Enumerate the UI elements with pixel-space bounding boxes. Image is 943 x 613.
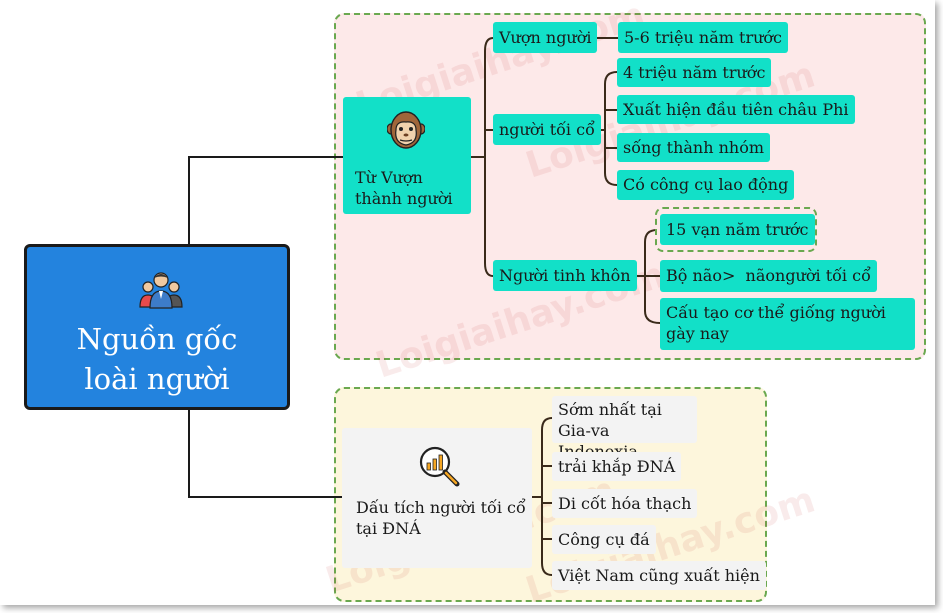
- detail-node[interactable]: Di cốt hóa thạch: [552, 489, 698, 518]
- monkey-face-icon: [387, 111, 425, 149]
- branch-node-evidence-sea[interactable]: Dấu tích người tối cổ tại ĐNÁ: [342, 428, 532, 568]
- detail-node[interactable]: Xuất hiện đầu tiên châu Phi: [617, 95, 855, 124]
- detail-node[interactable]: 5-6 triệu năm trước: [618, 22, 788, 53]
- detail-node[interactable]: trải khắp ĐNÁ: [552, 452, 682, 481]
- detail-node[interactable]: Cấu tạo cơ thể giống người gày nay: [660, 298, 915, 350]
- detail-node[interactable]: Có công cụ lao động: [617, 170, 795, 200]
- node-vuon-nguoi[interactable]: Vượn người: [493, 22, 598, 53]
- mindmap-canvas: Loigiaihay.com Loigiaihay.com Loigiaihay…: [24, 0, 926, 612]
- magnifier-chart-icon: [419, 446, 460, 487]
- detail-node[interactable]: 4 triệu năm trước: [617, 58, 772, 87]
- root-title: Nguồn gốc loài người: [76, 322, 238, 396]
- people-group-icon: [139, 272, 183, 309]
- branch-label: Dấu tích người tối cổ tại ĐNÁ: [356, 498, 526, 538]
- detail-node[interactable]: sống thành nhóm: [617, 133, 771, 162]
- detail-node[interactable]: Sớm nhất tại Gia-va Indonexia: [552, 396, 697, 461]
- root-node[interactable]: Nguồn gốc loài người: [24, 244, 290, 410]
- node-nguoi-toi-co[interactable]: người tối cổ: [493, 114, 601, 145]
- branch-label: Từ Vượn thành người: [355, 168, 453, 208]
- detail-node[interactable]: Bộ não> nãongười tối cổ: [660, 260, 877, 292]
- branch-node-ape-to-human[interactable]: Từ Vượn thành người: [343, 97, 471, 214]
- detail-node[interactable]: Công cụ đá: [552, 525, 656, 554]
- detail-node-selected[interactable]: 15 vạn năm trước: [660, 214, 815, 245]
- detail-node[interactable]: Việt Nam cũng xuất hiện: [552, 561, 766, 590]
- node-nguoi-tinh-khon[interactable]: Người tinh khôn: [493, 260, 637, 291]
